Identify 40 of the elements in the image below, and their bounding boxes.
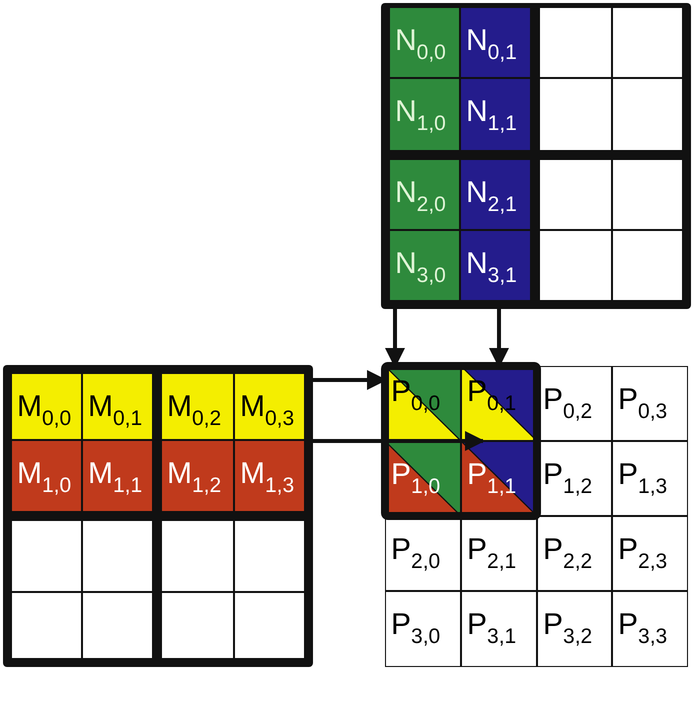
matrix-cell — [612, 159, 683, 230]
matrix-cell — [612, 230, 683, 301]
matrix-cell — [612, 591, 688, 667]
matrix-cell — [461, 591, 537, 667]
matrix-cell — [234, 373, 305, 440]
matrix-cell — [537, 516, 612, 591]
matrix-cell — [389, 78, 460, 151]
matrix-cell — [11, 440, 82, 512]
matrix-cell — [389, 159, 460, 230]
matrix-cell — [389, 230, 460, 301]
matrix-cell — [234, 592, 305, 659]
matrix-cell — [460, 230, 531, 301]
matrix-cell — [82, 373, 153, 440]
matrix-cell — [612, 441, 688, 516]
matrix-cell — [11, 592, 82, 659]
matrix-cell — [161, 592, 234, 659]
matrix-cell — [539, 7, 612, 78]
matrix-cell — [612, 366, 688, 441]
matrix-cell — [539, 159, 612, 230]
matrix-cell — [385, 591, 461, 667]
matrix-cell — [612, 78, 683, 151]
matrix-cell — [161, 373, 234, 440]
matrix-cell — [234, 520, 305, 592]
matrix-cell — [82, 440, 153, 512]
matrix-cell — [11, 373, 82, 440]
matrix-cell — [612, 516, 688, 591]
matrix-cell — [539, 78, 612, 151]
matrix-cell — [537, 591, 612, 667]
matrix-cell — [11, 520, 82, 592]
matrix-cell — [234, 440, 305, 512]
matrix-cell — [460, 78, 531, 151]
matrix-cell — [82, 520, 153, 592]
matrix-cell — [82, 592, 153, 659]
matrix-cell — [161, 440, 234, 512]
matrix-cell — [389, 7, 460, 78]
matrix-cell — [612, 7, 683, 78]
matrix-cell — [539, 230, 612, 301]
matrix-cell — [460, 159, 531, 230]
matrix-cell — [460, 7, 531, 78]
matrix-cell — [161, 520, 234, 592]
